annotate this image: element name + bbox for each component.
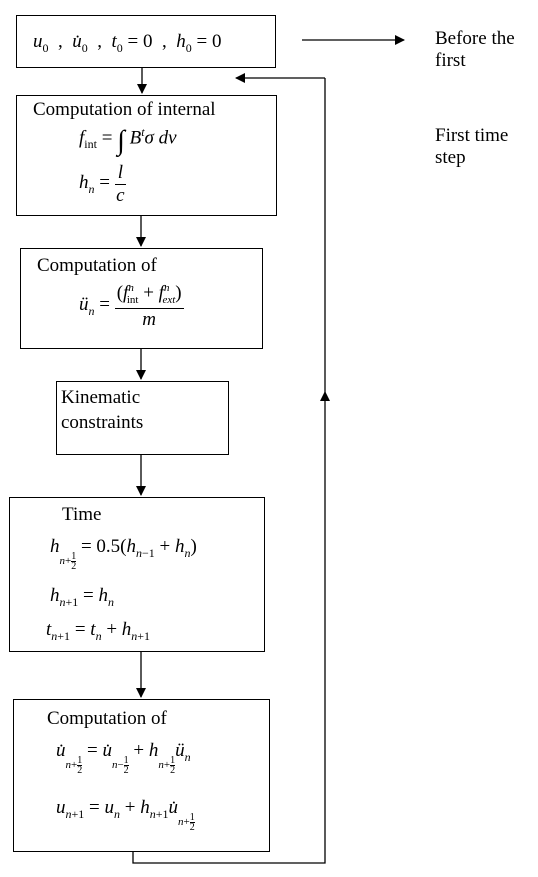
note-first-time-step: First time step bbox=[435, 125, 508, 169]
constraints-box: Kinematic constraints bbox=[56, 381, 229, 455]
note-before-first-line2: first bbox=[435, 50, 466, 71]
note-before-first-line1: Before the bbox=[435, 28, 515, 49]
velocity-title: Computation of bbox=[47, 708, 167, 729]
acceleration-equation: ün = (fnint + fnext) m bbox=[79, 282, 184, 331]
acceleration-title: Computation of bbox=[37, 255, 157, 276]
h-next-equation: hn+1 = hn bbox=[50, 585, 114, 609]
loop-back-line bbox=[132, 400, 326, 864]
init-box: u0 , u̇0 , t0 = 0 , h0 = 0 bbox=[16, 15, 276, 68]
internal-force-box: Computation of internal fint = ∫ Btσ dv … bbox=[16, 95, 277, 216]
note-first-time-step-line2: step bbox=[435, 147, 466, 168]
constraints-title-line2: constraints bbox=[61, 412, 144, 433]
f-int-equation: fint = ∫ Btσ dv bbox=[79, 125, 177, 157]
h-n-equation: hn = l c bbox=[79, 162, 126, 206]
note-before-first: Before the first bbox=[435, 28, 515, 72]
internal-force-title: Computation of internal bbox=[33, 99, 216, 120]
constraints-title-line1: Kinematic bbox=[61, 387, 141, 408]
time-title: Time bbox=[62, 504, 102, 525]
t-next-equation: tn+1 = tn + hn+1 bbox=[46, 619, 151, 643]
note-first-time-step-line1: First time bbox=[435, 125, 509, 146]
acceleration-box: Computation of ün = (fnint + fnext) m bbox=[20, 248, 263, 349]
init-equation: u0 , u̇0 , t0 = 0 , h0 = 0 bbox=[33, 31, 222, 55]
